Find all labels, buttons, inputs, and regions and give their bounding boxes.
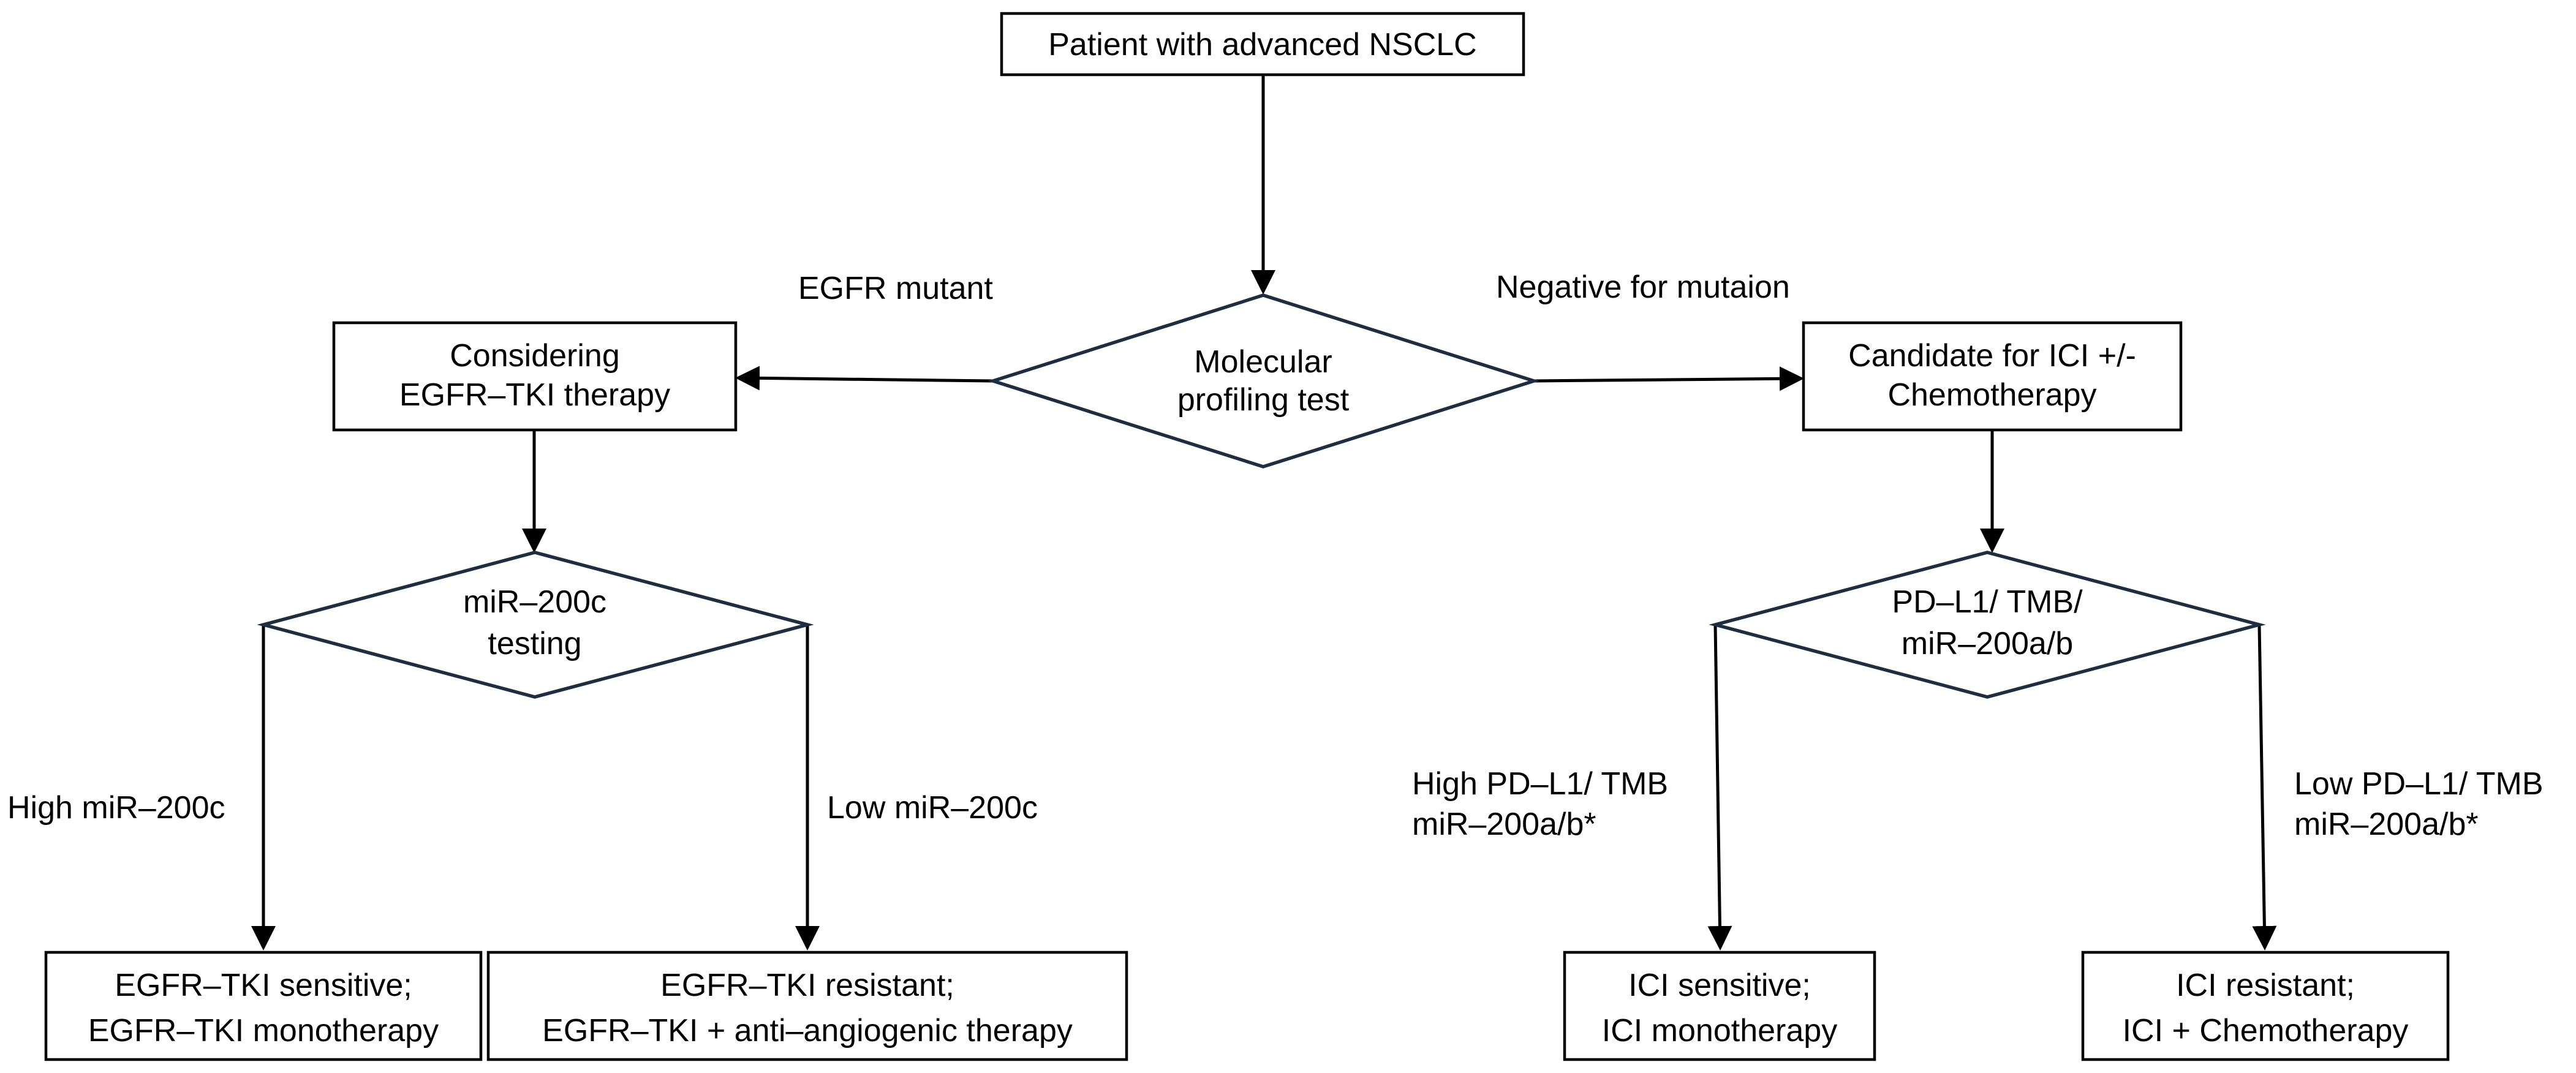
label-low-pdl1-line-2: miR–200a/b* (2294, 807, 2479, 842)
node-pdl1-line-1: PD–L1/ TMB/ (1892, 584, 2083, 620)
label-low-mir200c: Low miR–200c (827, 790, 1038, 826)
node-molecular-line-1: Molecular (1194, 344, 1332, 380)
node-egfr-tki-sensitive: EGFR–TKI sensitive; EGFR–TKI monotherapy (44, 951, 483, 1061)
label-high-pdl1-line-1: High PD–L1/ TMB (1412, 766, 1668, 802)
arrow-molecular-to-ici-candidate (1533, 366, 1804, 391)
node-tki-resistant-line-2: EGFR–TKI + anti–angiogenic therapy (542, 1013, 1073, 1049)
node-ici-sensitive-line-1: ICI sensitive; (1628, 968, 1811, 1003)
node-patient-line-1: Patient with advanced NSCLC (1048, 27, 1477, 62)
node-egfr-tki-resistant: EGFR–TKI resistant; EGFR–TKI + anti–angi… (486, 951, 1128, 1061)
arrow-molecular-to-egfr-tki (735, 366, 994, 391)
node-candidate-ici: Candidate for ICI +/- Chemotherapy (1802, 321, 2183, 432)
node-egfr-tki-line-2: EGFR–TKI therapy (399, 377, 670, 413)
node-ici-candidate-line-1: Candidate for ICI +/- (1848, 338, 2136, 374)
label-high-pdl1-line-2: miR–200a/b* (1412, 807, 1596, 842)
node-ici-resistant: ICI resistant; ICI + Chemotherapy (2081, 951, 2450, 1061)
node-tki-sensitive-line-2: EGFR–TKI monotherapy (88, 1013, 439, 1049)
label-negative-for-mutation: Negative for mutaion (1496, 269, 1790, 305)
node-ici-candidate-line-2: Chemotherapy (1887, 377, 2096, 413)
label-low-pdl1-line-1: Low PD–L1/ TMB (2294, 766, 2544, 802)
node-molecular-profiling: Molecular profiling test (987, 293, 1540, 469)
node-ici-sensitive-line-2: ICI monotherapy (1602, 1013, 1837, 1049)
node-mir200c-line-2: testing (488, 626, 581, 661)
node-ici-resistant-line-2: ICI + Chemotherapy (2123, 1013, 2409, 1049)
node-tki-resistant-line-1: EGFR–TKI resistant; (660, 968, 954, 1003)
edge-labels: EGFR mutant Negative for mutaion High mi… (7, 269, 2544, 842)
node-pdl1-tmb: PD–L1/ TMB/ miR–200a/b (1709, 551, 2266, 699)
label-high-mir200c: High miR–200c (7, 790, 225, 826)
node-tki-sensitive-line-1: EGFR–TKI sensitive; (115, 968, 412, 1003)
connectors (251, 75, 2277, 951)
arrow-low-pdl1 (2252, 624, 2277, 951)
node-ici-sensitive: ICI sensitive; ICI monotherapy (1563, 951, 1876, 1061)
node-egfr-tki-line-1: Considering (450, 338, 620, 374)
node-molecular-line-2: profiling test (1177, 382, 1350, 418)
node-mir200c-line-1: miR–200c (463, 584, 606, 620)
node-considering-egfr-tki: Considering EGFR–TKI therapy (332, 321, 738, 432)
node-ici-resistant-line-1: ICI resistant; (2176, 968, 2355, 1003)
node-mir200c-testing: miR–200c testing (257, 551, 814, 699)
node-patient: Patient with advanced NSCLC (1000, 12, 1525, 77)
node-pdl1-line-2: miR–200a/b (1902, 626, 2073, 661)
label-egfr-mutant: EGFR mutant (798, 271, 993, 306)
arrow-high-pdl1 (1707, 624, 1732, 951)
